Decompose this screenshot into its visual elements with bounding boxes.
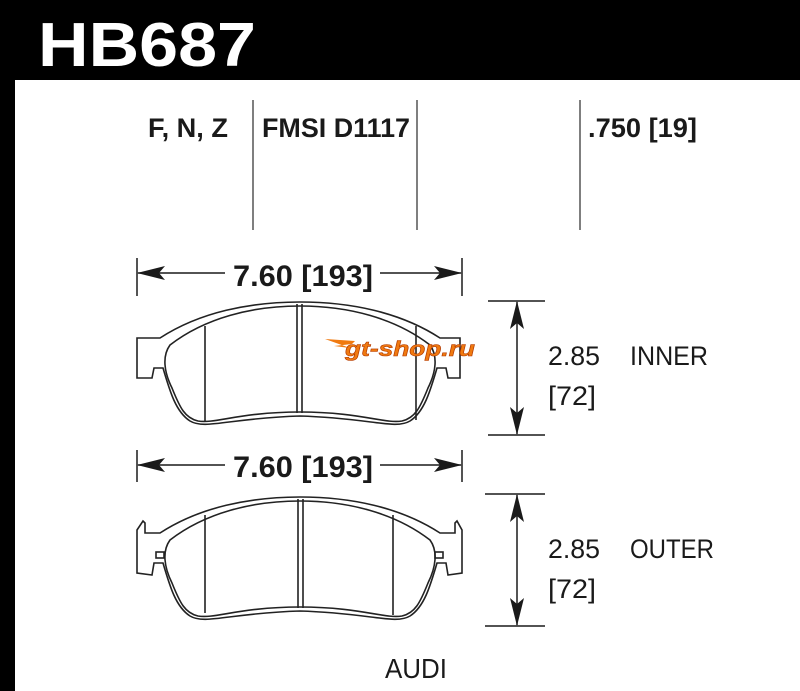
inner-width-dimension (136, 258, 463, 296)
outer-width-label: 7.60 [193] (233, 451, 373, 484)
inner-pad-drawing (136, 301, 461, 426)
outer-height-in: 2.85 (548, 534, 600, 564)
thickness: .750 [19] (588, 113, 697, 143)
compounds: F, N, Z (148, 113, 228, 143)
outer-height-dimension (485, 493, 545, 627)
outer-height-mm: [72] (548, 574, 596, 604)
outer-pad-drawing (136, 496, 463, 621)
watermark-text: gt-shop.ru (344, 338, 475, 361)
inner-width-label: 7.60 [193] (233, 260, 373, 293)
watermark-logo: gt-shop.ru (325, 338, 476, 361)
vehicle-make: AUDI (385, 653, 447, 684)
inner-label: INNER (630, 341, 708, 371)
inner-height-mm: [72] (548, 381, 596, 411)
outer-width-dimension (136, 450, 463, 482)
inner-height-in: 2.85 (548, 341, 600, 371)
fmsi-number: FMSI D1117 (262, 113, 410, 143)
outer-label: OUTER (630, 534, 714, 564)
header-bar (0, 0, 800, 80)
column-dividers (252, 100, 581, 230)
part-number: HB687 (38, 11, 256, 80)
inner-height-dimension (488, 300, 545, 436)
left-border (0, 0, 15, 691)
